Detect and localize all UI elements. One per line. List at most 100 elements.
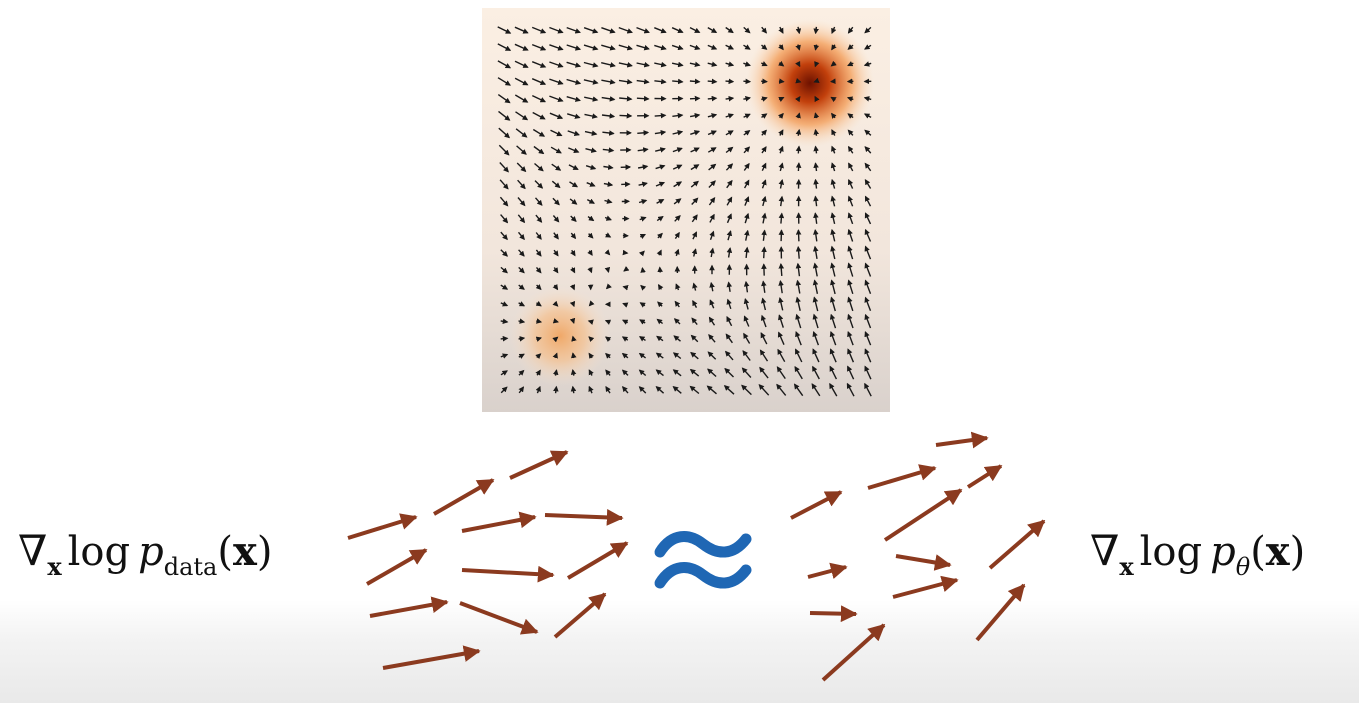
field-arrow (655, 147, 666, 153)
field-arrow (778, 96, 785, 102)
field-arrow (829, 313, 837, 329)
field-arrow (656, 215, 664, 222)
field-arrow (778, 297, 784, 311)
field-arrow (497, 94, 511, 104)
field-arrow (778, 262, 785, 276)
field-arrow (830, 162, 837, 172)
field-arrow (500, 353, 509, 359)
field-arrow (778, 44, 784, 51)
field-arrow (795, 296, 801, 311)
field-arrow (691, 197, 699, 205)
field-arrow (829, 330, 837, 346)
field-arrow (743, 162, 750, 171)
field-arrow (761, 78, 768, 85)
field-arrow (726, 213, 732, 224)
field-arrow (566, 78, 582, 85)
data-arrow (461, 565, 555, 583)
field-arrow (498, 110, 511, 121)
field-arrow (813, 228, 819, 242)
field-arrow (535, 336, 542, 342)
field-arrow (744, 196, 750, 206)
field-arrow (518, 336, 526, 342)
field-arrow (656, 335, 664, 342)
field-arrow (794, 365, 803, 380)
field-arrow (532, 128, 546, 137)
field-arrow (516, 162, 527, 173)
field-arrow (622, 285, 629, 291)
data-arrow (347, 513, 418, 540)
field-arrow (587, 232, 594, 239)
nabla-symbol: ∇ (18, 526, 48, 575)
field-arrow (689, 112, 701, 119)
field-arrow (813, 112, 820, 119)
field-arrow (638, 181, 648, 188)
log-text: log (1139, 529, 1203, 575)
field-arrow (760, 314, 767, 328)
field-arrow (588, 336, 595, 343)
field-arrow (568, 164, 579, 171)
field-arrow (654, 27, 667, 34)
field-arrow (639, 319, 646, 325)
field-arrow (847, 279, 854, 295)
field-arrow (707, 78, 718, 85)
field-arrow (690, 130, 701, 136)
field-arrow (761, 129, 767, 136)
field-arrow (605, 369, 611, 376)
field-arrow (689, 95, 701, 102)
field-arrow (830, 195, 836, 207)
field-arrow (743, 179, 750, 189)
field-arrow (864, 245, 872, 260)
field-arrow (498, 144, 510, 156)
field-arrow (829, 348, 837, 363)
field-arrow (672, 369, 682, 377)
field-arrow (618, 78, 633, 85)
field-arrow (658, 283, 664, 291)
field-arrow (656, 249, 662, 256)
field-arrow (864, 228, 872, 242)
field-arrow (535, 266, 542, 274)
field-arrow (623, 265, 630, 272)
field-arrow (795, 162, 802, 172)
field-arrow (552, 300, 559, 307)
field-arrow (830, 60, 837, 67)
field-arrow (514, 77, 529, 86)
field-arrow (535, 385, 541, 394)
field-arrow (583, 27, 599, 34)
field-arrow (549, 95, 564, 103)
field-arrow (638, 369, 647, 377)
field-arrow (864, 279, 872, 294)
score-field-density-plot (482, 8, 890, 412)
field-arrow (604, 319, 612, 325)
data-arrow (433, 478, 495, 516)
field-arrow (707, 61, 718, 67)
field-arrow (848, 162, 854, 172)
field-arrow (726, 316, 733, 327)
field-arrow (588, 300, 595, 307)
field-arrow (618, 26, 633, 34)
field-arrow (638, 386, 647, 394)
field-arrow (847, 61, 854, 67)
data-arrow (369, 596, 449, 618)
field-arrow (621, 386, 629, 394)
field-arrow (499, 162, 509, 173)
field-arrow (743, 246, 750, 258)
field-arrow (622, 302, 629, 308)
field-arrow (814, 95, 820, 103)
field-arrow (795, 229, 802, 242)
field-arrow (570, 249, 576, 257)
field-arrow (743, 61, 751, 67)
field-arrow (587, 249, 593, 256)
field-arrow (847, 145, 854, 154)
field-arrow (673, 181, 683, 188)
field-arrow (709, 281, 715, 292)
field-arrow (847, 195, 854, 207)
field-arrow (725, 78, 735, 85)
field-arrow (585, 147, 597, 153)
field-arrow (706, 385, 717, 395)
field-arrow (514, 60, 529, 68)
field-arrow (847, 44, 854, 50)
field-arrow (744, 212, 750, 224)
field-arrow (707, 113, 718, 119)
field-arrow (636, 61, 650, 68)
